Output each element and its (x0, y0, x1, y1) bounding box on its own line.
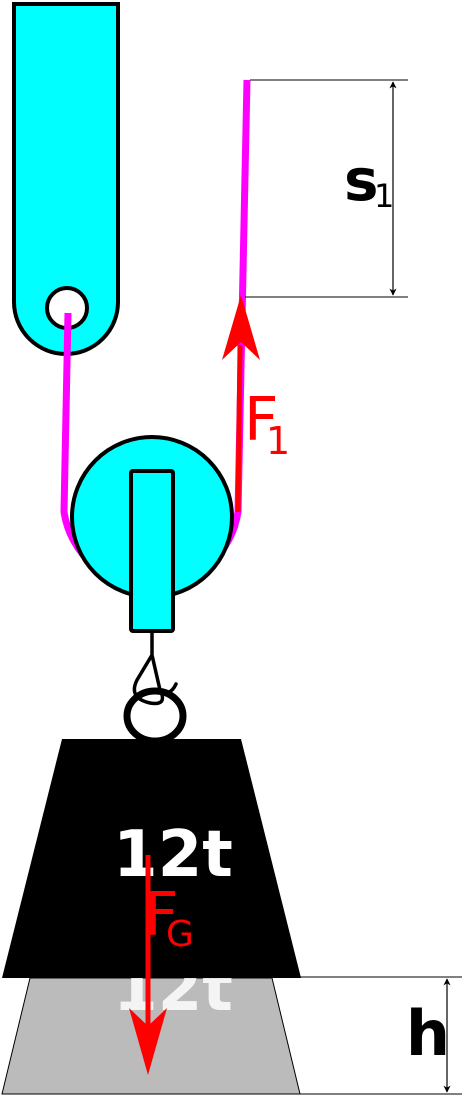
pull-force-symbol: F (244, 385, 279, 455)
distance-symbol: s (344, 146, 379, 214)
pull-force-label: F 1 (244, 385, 290, 463)
pull-force-arrowhead (222, 295, 260, 360)
weight-label: 12t (113, 818, 233, 892)
weight-ring (123, 687, 187, 745)
gravity-force-label: F G (144, 880, 194, 955)
pull-force-shaft (235, 344, 243, 513)
pulley-bracket (129, 469, 175, 633)
gravity-force-subscript: G (166, 914, 194, 955)
height-label: h (406, 997, 450, 1070)
distance-label: s 1 (344, 146, 394, 215)
pull-force-subscript: 1 (266, 419, 290, 463)
distance-subscript: 1 (374, 177, 394, 215)
gravity-force-arrowhead (129, 1008, 167, 1075)
weight (2, 739, 301, 978)
gravity-force-symbol: F (144, 880, 179, 950)
